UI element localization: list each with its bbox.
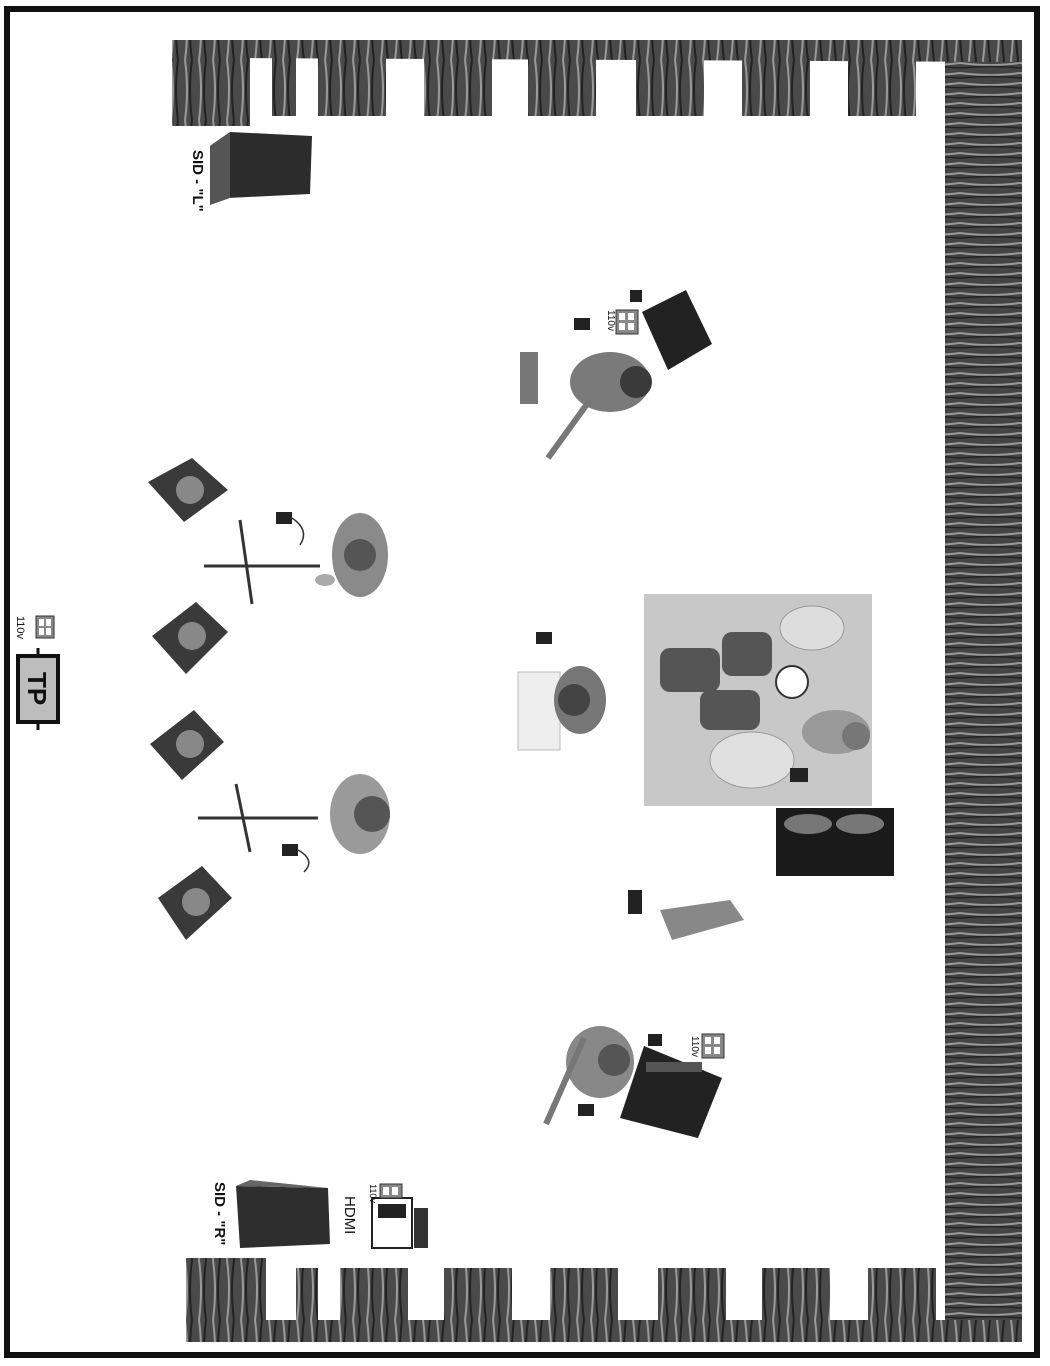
top-leg-3 [424, 58, 492, 116]
hdmi-label: HDMI [341, 1196, 358, 1234]
drum-riser [644, 594, 872, 806]
power-plug-icon-3 [574, 318, 590, 330]
outlet-label-hdmi: 110v [368, 1184, 378, 1203]
bottom-leg-6 [762, 1268, 830, 1326]
hdmi-device [372, 1198, 428, 1248]
power-plug-icon-1 [276, 512, 304, 545]
bass-cabinet [776, 808, 894, 876]
outlet-label-guitar-right: 110v [689, 1036, 700, 1057]
top-wing-curtains [172, 40, 1022, 126]
vocalist-2 [330, 774, 390, 854]
top-left-curtain-drape [172, 40, 250, 126]
outlet-label-guitar-left: 110v [605, 310, 616, 331]
pedalboard [628, 890, 744, 940]
subwoofer-left [210, 132, 312, 205]
monitor-wedge-3 [150, 710, 224, 780]
bottom-leg-3 [444, 1268, 512, 1326]
mic-stand-2 [198, 784, 318, 852]
bottom-left-curtain-drape [186, 1258, 266, 1342]
bottom-leg-4 [550, 1268, 618, 1326]
guitarist-left [520, 352, 652, 458]
keyboard-player [518, 666, 606, 750]
back-curtain [945, 40, 1022, 1340]
tp-label: TP [21, 672, 52, 705]
outlet-icon-guitar-left [616, 290, 642, 334]
monitor-wedge-2 [152, 602, 228, 674]
bottom-leg-5 [658, 1268, 726, 1326]
power-plug-icon-4 [536, 632, 552, 644]
top-leg-6 [742, 58, 810, 116]
bottom-leg-1 [296, 1268, 318, 1326]
top-leg-5 [636, 58, 704, 116]
monitor-wedge-4 [158, 866, 232, 940]
monitor-wedge-1 [148, 458, 228, 522]
sub-right-label: SID - "R" [211, 1182, 228, 1245]
outlet-label-tp: 110v [14, 616, 26, 639]
bottom-leg-2 [340, 1268, 408, 1326]
sub-left-label: SID - "L" [189, 150, 206, 212]
top-leg-1 [272, 58, 296, 116]
top-leg-7 [848, 58, 916, 116]
guitar-amp-right [620, 1046, 722, 1138]
vocalist-1 [315, 513, 388, 597]
bottom-wing-curtains [186, 1258, 1022, 1342]
power-plug-icon-2 [282, 844, 309, 872]
bottom-leg-7 [868, 1268, 936, 1326]
guitar-amp-left [642, 290, 712, 370]
subwoofer-right [236, 1180, 330, 1248]
outlet-icon-tp [36, 616, 54, 638]
power-plug-icon-5 [578, 1104, 594, 1116]
top-leg-4 [528, 58, 596, 116]
outlet-icon-hdmi [380, 1184, 402, 1198]
top-leg-2 [318, 58, 386, 116]
mic-stand-1 [204, 520, 320, 604]
